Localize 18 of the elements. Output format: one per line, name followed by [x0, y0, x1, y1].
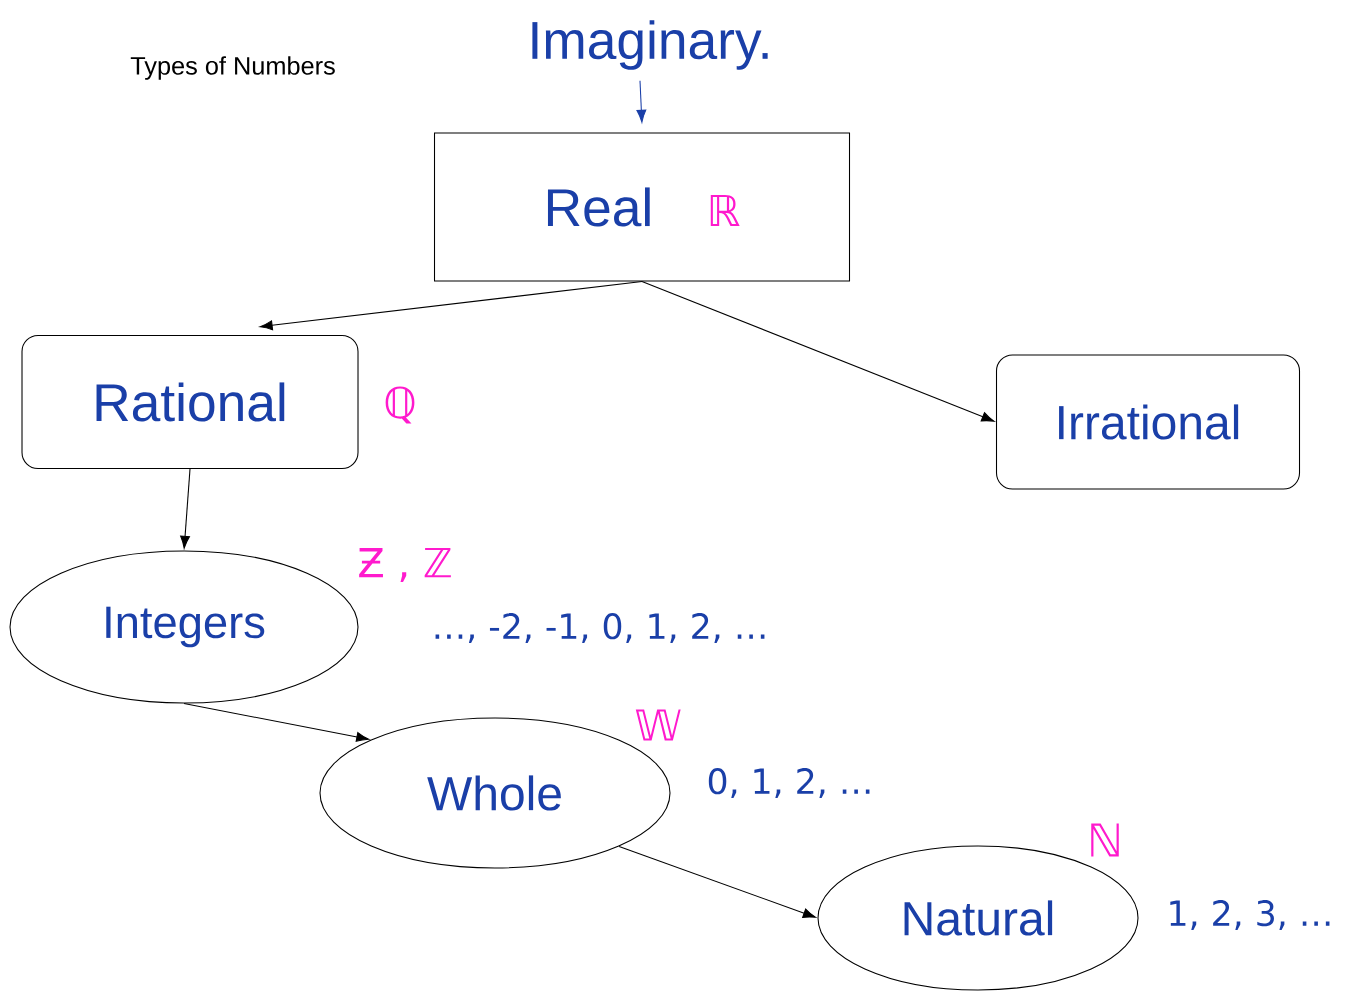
ellipse-node: Integers	[9, 550, 359, 704]
arrow	[641, 281, 995, 422]
handwritten-text: Imaginary.	[532, 20, 768, 70]
arrow	[636, 80, 647, 123]
set-symbol: Ƶ , ℤ	[359, 548, 451, 582]
rounded-box: Irrational	[995, 354, 1301, 490]
arrow	[618, 845, 816, 918]
arrow	[180, 468, 191, 549]
number-list: …, -2, -1, 0, 1, 2, …	[435, 613, 765, 643]
rectangle-box: Real ℝ	[433, 132, 851, 282]
number-list: 0, 1, 2, …	[708, 768, 870, 798]
title: Types of Numbers	[130, 56, 335, 80]
rounded-box: Rational	[21, 334, 359, 470]
arrow	[183, 703, 370, 742]
set-symbol: 𝕎	[635, 709, 681, 741]
number-list: 1, 2, 3, …	[1170, 900, 1330, 930]
arrow	[259, 281, 643, 331]
set-symbol: ℚ	[385, 386, 415, 424]
